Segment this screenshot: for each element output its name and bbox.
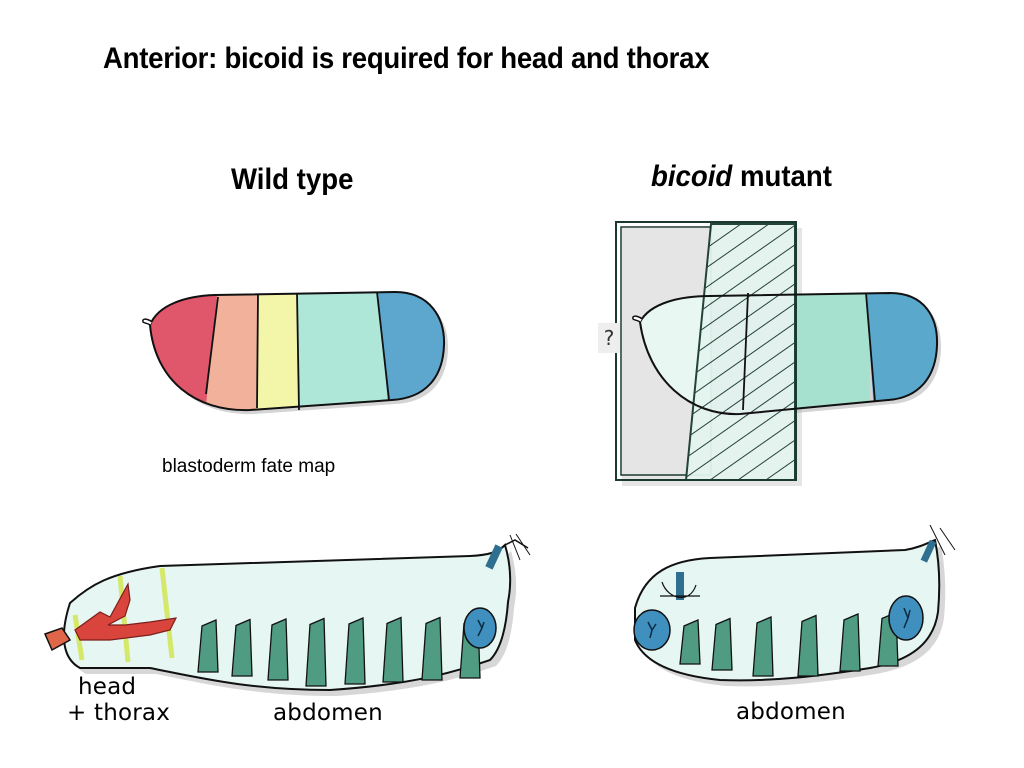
wild-type-larva xyxy=(43,533,531,696)
unknown-marker: ? xyxy=(598,323,620,353)
fate-region-head xyxy=(150,292,218,411)
thoracic-band xyxy=(159,567,175,659)
mutant-larva xyxy=(633,524,956,687)
fate-region-thorax xyxy=(257,292,299,411)
hatched-region xyxy=(684,223,796,481)
mutant-fate-map xyxy=(615,221,942,486)
denticle-belt xyxy=(752,616,774,677)
denticle-belt xyxy=(231,618,253,677)
posterior-spiracle xyxy=(888,595,924,641)
denticle-belt xyxy=(344,617,366,685)
fate-region-abdomen xyxy=(297,292,389,411)
label-mutant-abdomen: abdomen xyxy=(736,699,846,725)
denticle-belt xyxy=(305,617,327,687)
denticle-belts xyxy=(197,616,481,687)
denticle-belt xyxy=(267,618,289,681)
slide-title: Anterior: bicoid is required for head an… xyxy=(103,42,710,75)
thoracic-band xyxy=(117,575,131,663)
mutant-heading-rest: mutant xyxy=(732,160,832,193)
denticle-belt xyxy=(839,613,861,672)
mutant-larva-body xyxy=(634,538,941,682)
denticle-belt xyxy=(679,619,701,665)
wild-type-fate-map xyxy=(142,290,449,415)
fate-region-gnathal xyxy=(205,292,258,411)
label-head: head xyxy=(78,674,137,700)
label-thorax: + thorax xyxy=(67,700,171,726)
mutant-gene-name: bicoid xyxy=(651,160,733,193)
denticle-belt xyxy=(421,616,443,681)
head-skeleton xyxy=(74,582,178,641)
fate-map-caption: blastoderm fate map xyxy=(162,456,336,477)
label-wild-type-abdomen: abdomen xyxy=(273,700,383,726)
denticle-belt xyxy=(711,617,733,671)
denticle-belt xyxy=(197,619,219,673)
denticle-belts xyxy=(679,611,899,677)
denticle-belt xyxy=(382,616,404,683)
wild-type-heading: Wild type xyxy=(231,163,354,196)
mutant-heading: bicoid mutant xyxy=(651,160,832,194)
denticle-belt xyxy=(797,614,819,677)
posterior-spiracle xyxy=(463,607,497,649)
